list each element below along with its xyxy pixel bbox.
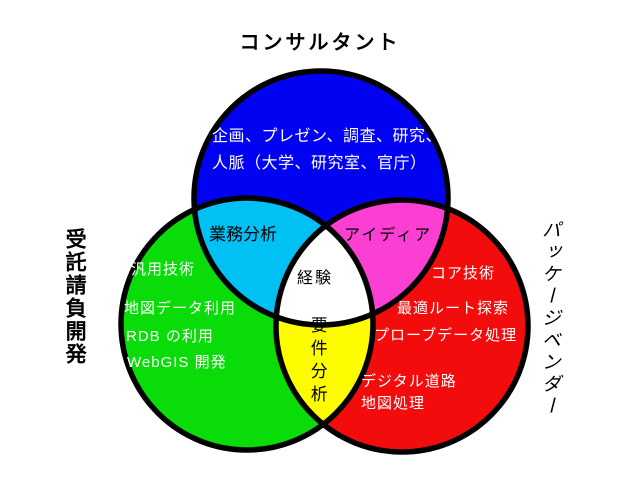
diagram-title: コンサルタント: [239, 32, 401, 54]
contract-dev-item: 地図データ利用: [124, 300, 237, 317]
package-vendor-item: プローブデータ処理: [374, 327, 518, 344]
package-vendor-item: 地図処理: [361, 395, 426, 412]
triple-overlap: [276, 200, 373, 325]
consultant-vendor-overlap-label: アイディア: [344, 227, 433, 244]
package-vendor-item: 最適ルート探索: [397, 300, 510, 317]
contract-vendor-overlap-label: 要件分析: [307, 316, 327, 408]
package-vendor-item: デジタル道路: [361, 373, 457, 390]
consultant-circle-outline: [191, 68, 451, 328]
triple-overlap-label: 経験: [297, 270, 334, 287]
package-vendor-circle-outline: [273, 197, 531, 455]
package-vendor-set-label: パッケージベンダー: [538, 220, 560, 418]
contract-dev-item: RDB の利用: [126, 328, 214, 345]
consultant-item-line2: 人脈（大学、研究室、官庁）: [212, 155, 427, 172]
contract-dev-item: 汎用技術: [131, 261, 196, 278]
consultant-items: 企画、プレゼン、調査、研究、 人脈（大学、研究室、官庁）: [212, 128, 442, 182]
contract-dev-item: WebGIS 開発: [127, 354, 227, 371]
consultant-contract-overlap-label: 業務分析: [209, 225, 277, 244]
contract-dev-circle-outline: [118, 195, 376, 453]
contract-dev-set-label: 受託請負開発: [63, 228, 88, 366]
package-vendor-item: コア技術: [431, 265, 496, 282]
consultant-item-line1: 企画、プレゼン、調査、研究、: [212, 128, 443, 145]
